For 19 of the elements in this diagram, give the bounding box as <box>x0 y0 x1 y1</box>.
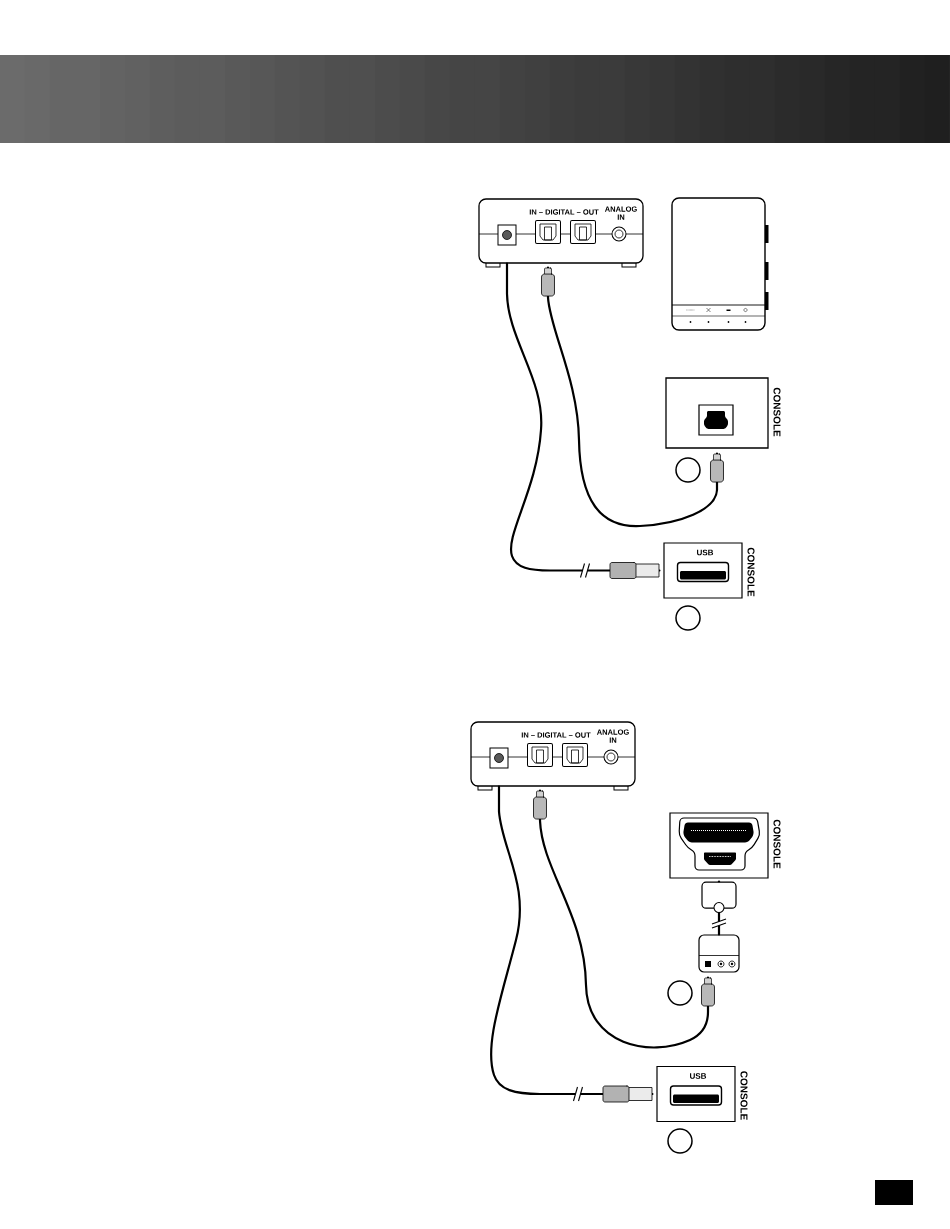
usb-label: USB <box>690 1073 707 1079</box>
usb-label: USB <box>697 549 714 556</box>
console-label: CONSOLE <box>747 547 755 597</box>
cable <box>490 785 654 1103</box>
console-panel <box>665 377 781 449</box>
cable <box>701 880 737 936</box>
controller-drawing <box>671 197 769 331</box>
cable <box>505 262 661 579</box>
console-panel <box>663 542 755 599</box>
amplifier-box <box>470 721 636 791</box>
console-label: CONSOLE <box>773 819 781 869</box>
console-panel <box>669 812 781 879</box>
amplifier-box <box>478 198 644 268</box>
console-label: CONSOLE <box>740 1071 748 1120</box>
cable <box>533 789 715 1049</box>
console-panel <box>656 1065 748 1123</box>
cable <box>541 266 724 528</box>
adapter-drawing <box>698 934 740 973</box>
console-label: CONSOLE <box>773 387 781 437</box>
